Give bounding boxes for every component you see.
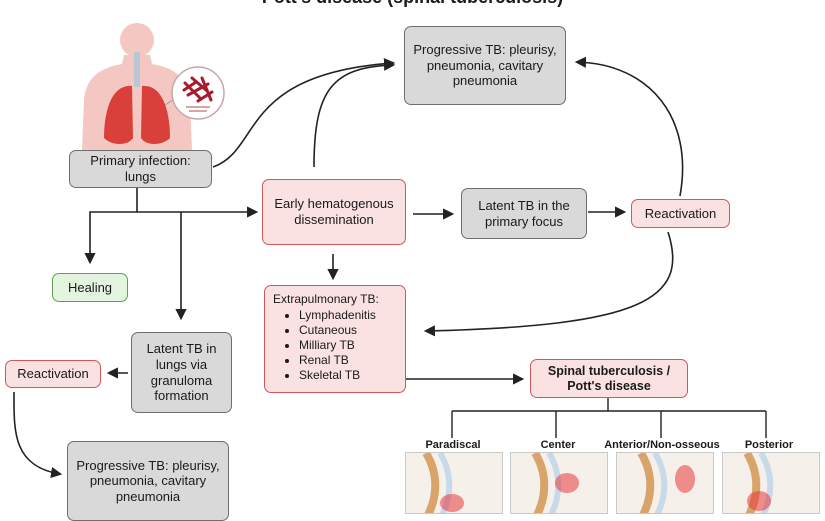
arrow-primary-trunk xyxy=(84,188,138,265)
node-progressive-tb-top[interactable]: Progressive TB: pleurisy, pneumonia, cav… xyxy=(404,26,566,105)
spine-illustration-posterior xyxy=(722,452,820,514)
node-primary-infection[interactable]: Primary infection: lungs xyxy=(69,150,212,188)
node-reactivation-right[interactable]: Reactivation xyxy=(631,199,730,228)
spine-type-label: Posterior xyxy=(744,439,794,451)
extrapulmonary-item: Cutaneous xyxy=(299,323,397,338)
extrapulmonary-item: Skeletal TB xyxy=(299,368,397,383)
node-latent-primary-focus[interactable]: Latent TB in the primary focus xyxy=(461,188,587,239)
spine-type-label: Paradiscal xyxy=(425,439,481,451)
extrapulmonary-title: Extrapulmonary TB: xyxy=(273,292,379,306)
page-title: Pott's disease (spinal tuberculosis) xyxy=(0,0,825,8)
arrow-reactivation-to-progressive xyxy=(574,56,684,197)
spine-illustration-anterior xyxy=(616,452,714,514)
lungs-icon xyxy=(104,85,170,144)
node-reactivation-left[interactable]: Reactivation xyxy=(5,360,101,388)
diagram-canvas: Pott's disease (spinal tuberculosis) Pro… xyxy=(0,0,825,510)
node-progressive-tb-bottom[interactable]: Progressive TB: pleurisy, pneumonia, cav… xyxy=(67,441,229,521)
node-extrapulmonary-tb[interactable]: Extrapulmonary TB: Lymphadenitis Cutaneo… xyxy=(264,285,406,393)
spinal-branch-lines xyxy=(451,398,767,438)
extrapulmonary-item: Lymphadenitis xyxy=(299,308,397,323)
extrapulmonary-item: Milliary TB xyxy=(299,338,397,353)
node-latent-lungs[interactable]: Latent TB in lungs via granuloma formati… xyxy=(131,332,232,413)
arrow-reactivation-to-progressive-bottom xyxy=(13,391,63,479)
arrow-primary-to-progressive xyxy=(212,58,396,168)
extrapulmonary-list: Lymphadenitis Cutaneous Milliary TB Rena… xyxy=(273,308,397,383)
node-early-hematogenous[interactable]: Early hematogenous dissemination xyxy=(262,179,406,245)
spine-illustration-paradiscal xyxy=(405,452,503,514)
extrapulmonary-item: Renal TB xyxy=(299,353,397,368)
arrow-reactivation-to-extrapulmonary xyxy=(423,231,674,337)
mycobacterium-icon xyxy=(171,66,225,120)
node-healing[interactable]: Healing xyxy=(52,273,128,302)
connector-layer xyxy=(13,23,767,479)
spine-type-label: Anterior/Non-osseous xyxy=(604,439,720,451)
spine-illustration-center xyxy=(510,452,608,514)
node-spinal-tuberculosis[interactable]: Spinal tuberculosis / Pott's disease xyxy=(530,359,688,398)
spine-type-label: Center xyxy=(540,439,576,451)
arrow-hematogenous-to-progressive xyxy=(313,59,396,168)
